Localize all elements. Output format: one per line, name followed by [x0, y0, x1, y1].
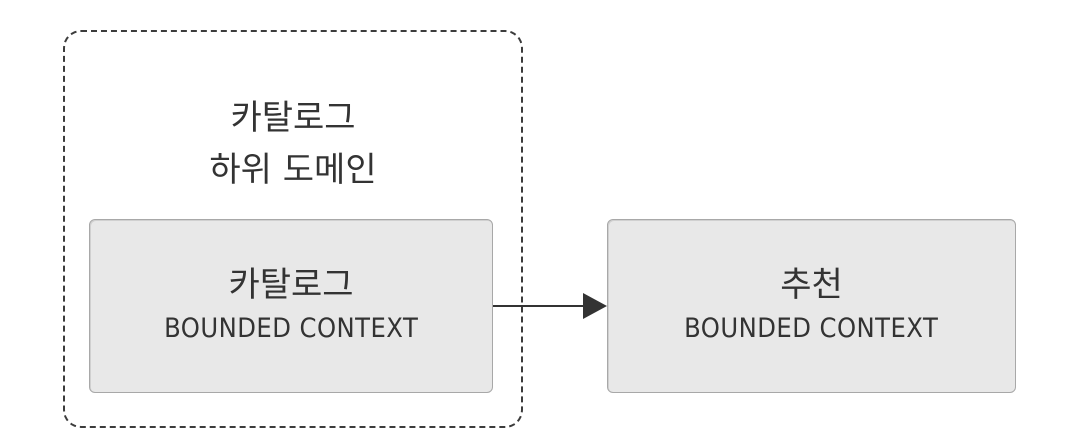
- subdomain-title-line1: 카탈로그: [230, 98, 356, 138]
- subdomain-title-line2: 하위 도메인: [209, 150, 377, 190]
- catalog-context-kind: BOUNDED CONTEXT: [163, 313, 419, 344]
- recommendation-context-name: 추천: [780, 265, 843, 305]
- catalog-context-name: 카탈로그: [228, 265, 354, 305]
- arrow-head: [583, 293, 607, 319]
- subdomain-title: 카탈로그 하위 도메인: [65, 92, 521, 196]
- recommendation-bounded-context: 추천 BOUNDED CONTEXT: [607, 219, 1016, 393]
- catalog-subdomain-boundary: 카탈로그 하위 도메인: [63, 30, 523, 428]
- context-relationship-arrow: [493, 293, 607, 319]
- catalog-bounded-context: 카탈로그 BOUNDED CONTEXT: [89, 219, 493, 393]
- recommendation-context-kind: BOUNDED CONTEXT: [684, 313, 939, 344]
